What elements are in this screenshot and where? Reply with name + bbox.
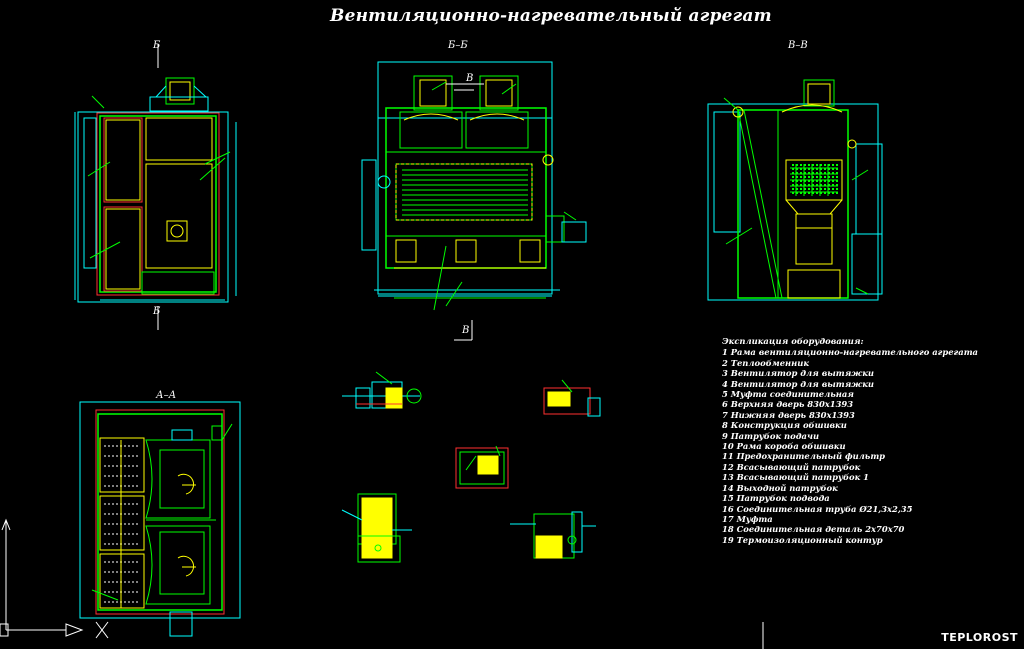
detail-node-1 bbox=[342, 371, 422, 409]
explication-item: 5 Муфта соединительная bbox=[722, 389, 854, 400]
section-mark-b-top: Б bbox=[153, 40, 161, 51]
front-view bbox=[74, 44, 237, 330]
detail-node-3 bbox=[455, 445, 509, 489]
explication-item: 8 Конструкция обшивки bbox=[722, 420, 847, 431]
explication-item: 1 Рама вентиляционно-нагревательного агр… bbox=[722, 347, 978, 358]
ucs-axis-icon bbox=[0, 518, 109, 639]
explication-title: Экспликация оборудования: bbox=[722, 336, 864, 346]
section-aa-label: А–А bbox=[156, 390, 177, 401]
explication-item: 7 Нижняя дверь 830х1393 bbox=[722, 409, 855, 420]
watermark: TEPLOROST bbox=[941, 631, 1018, 644]
section-bb-label: Б–Б bbox=[448, 40, 468, 51]
explication-item: 11 Предохранительный фильтр bbox=[722, 451, 886, 462]
explication-item: 4 Вентилятор для вытяжки bbox=[722, 378, 874, 389]
explication-item: 13 Всасывающий патрубок 1 bbox=[722, 472, 869, 483]
explication-item: 9 Патрубок подачи bbox=[722, 430, 820, 441]
explication-item: 10 Рама короба обшивки bbox=[722, 441, 846, 452]
explication-item: 16 Соединительная труба Ø21,3х2,35 bbox=[722, 503, 913, 514]
section-vv-label: В–В bbox=[788, 40, 808, 51]
detail-nodes bbox=[341, 371, 601, 563]
explication-list: 1 Рама вентиляционно-нагревательного агр… bbox=[722, 347, 978, 545]
section-aa-view bbox=[79, 401, 241, 637]
section-bb-view bbox=[361, 61, 587, 341]
detail-node-5 bbox=[510, 511, 596, 559]
explication-item: 6 Верхняя дверь 830х1393 bbox=[722, 399, 854, 410]
equipment-explication: Экспликация оборудования: 1 Рама вентиля… bbox=[722, 336, 978, 545]
view-cut-v: В bbox=[462, 325, 470, 336]
explication-item: 2 Теплообменник bbox=[722, 357, 810, 368]
explication-item: 15 Патрубок подвода bbox=[722, 493, 830, 504]
detail-node-2 bbox=[543, 379, 601, 417]
explication-item: 17 Муфта bbox=[722, 513, 773, 524]
explication-item: 3 Вентилятор для вытяжки bbox=[722, 368, 874, 379]
explication-item: 18 Соединительная деталь 2х70х70 bbox=[722, 524, 905, 535]
explication-item: 14 Выходной патрубок bbox=[722, 482, 838, 493]
detail-node-4 bbox=[341, 493, 412, 563]
section-vv-view bbox=[707, 79, 883, 301]
explication-item: 19 Термоизоляционный контур bbox=[722, 534, 883, 545]
drawing-title: Вентиляционно-нагревательный агрегат bbox=[330, 6, 772, 26]
view-mark-v: В bbox=[466, 73, 474, 84]
section-mark-b-bottom: Б bbox=[153, 306, 161, 317]
explication-item: 12 Всасывающий патрубок bbox=[722, 461, 861, 472]
